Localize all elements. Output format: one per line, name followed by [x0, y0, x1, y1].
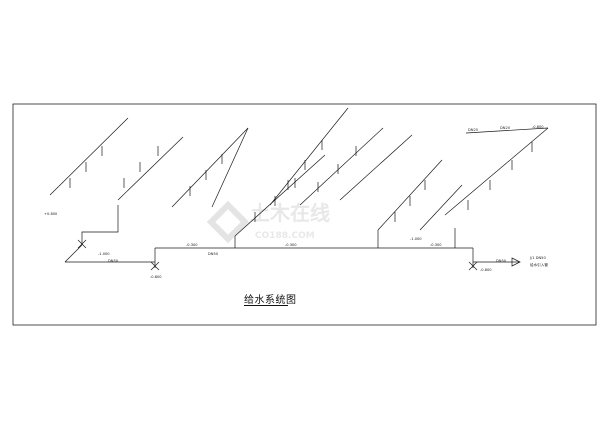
caption-underline — [244, 305, 288, 306]
watermark-cn: 土木在线 — [250, 201, 330, 225]
label-inlet-elev: -1.000 — [98, 252, 110, 256]
valve-main-right-icon — [468, 261, 478, 271]
label-tr-1: DN25 — [468, 128, 478, 132]
label-lower-left-elev: -0.800 — [150, 275, 162, 279]
branch-6 — [269, 107, 349, 206]
label-right-end: J/1 DN50 — [529, 256, 546, 260]
top-right-run — [465, 127, 549, 134]
branch-5 — [234, 154, 326, 237]
left-branch-1 — [49, 117, 129, 196]
label-left-elev: +0.800 — [44, 212, 58, 216]
valve-symbols — [77, 239, 521, 271]
pipe-network — [49, 107, 549, 268]
branch-7 — [299, 127, 384, 206]
branch-10 — [419, 184, 463, 231]
watermark: 土木在线 CO188.COM — [206, 200, 330, 244]
label-mid-elev: -1.000 — [410, 237, 422, 241]
label-tr-3: -0.800 — [532, 125, 544, 129]
watermark-en: CO188.COM — [255, 231, 315, 241]
watermark-logo-icon — [206, 200, 250, 244]
label-main-elev-1: -0.300 — [186, 243, 198, 247]
branch-9 — [377, 159, 443, 231]
label-main-dn: DN50 — [208, 252, 219, 256]
fixture-stubs — [69, 140, 533, 222]
label-right-dn: DN50 — [496, 259, 507, 263]
label-inlet-dn: DN50 — [108, 259, 119, 263]
valve-main-left-icon — [150, 261, 160, 271]
drawing-frame — [12, 103, 597, 326]
left-riser — [81, 205, 119, 245]
label-main-elev-2: -0.300 — [285, 243, 297, 247]
valve-left-icon — [77, 239, 87, 249]
label-tr-2: DN20 — [500, 126, 511, 130]
left-branch-3 — [171, 127, 249, 208]
branch-4 — [211, 127, 249, 208]
left-riser-diag — [64, 244, 83, 263]
branch-11 — [444, 127, 549, 216]
label-right-elev: -0.800 — [480, 268, 492, 272]
label-main-elev-3: -0.300 — [430, 243, 442, 247]
left-branch-2 — [117, 136, 184, 201]
diagram-caption: 给水系统图 — [244, 295, 297, 306]
label-right-sub: 给水引入管 — [530, 262, 548, 267]
branch-8 — [339, 134, 413, 201]
annotation-labels: DN25 DN20 -0.800 +0.800 -0.300 -0.300 -0… — [44, 125, 548, 279]
meter-right-icon — [511, 257, 521, 267]
